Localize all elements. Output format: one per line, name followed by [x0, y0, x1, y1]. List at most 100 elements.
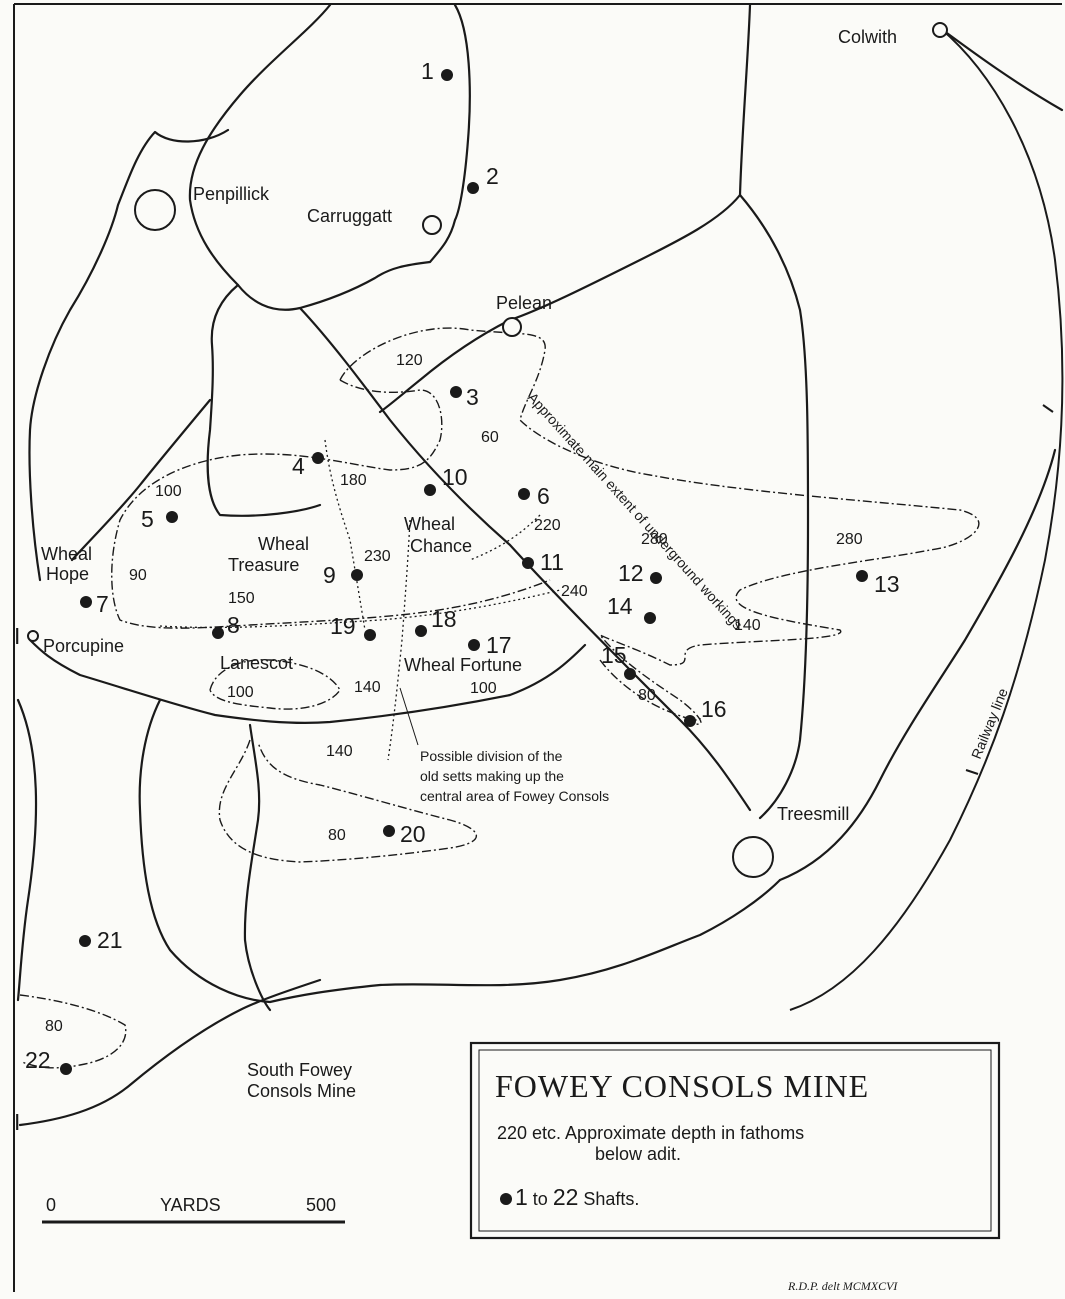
- legend-shafts-to: to: [528, 1189, 553, 1209]
- shaft-6-label: 6: [537, 483, 550, 509]
- shaft-1-label: 1: [421, 58, 434, 84]
- place-labels: Colwith Penpillick Carruggatt Pelean Whe…: [41, 27, 897, 1101]
- treesmill-circle: [732, 836, 774, 878]
- depth-label: 80: [45, 1018, 63, 1035]
- shaft-12-label: 12: [618, 560, 644, 586]
- shaft-16-label: 16: [701, 696, 727, 722]
- shaft-16-marker: [684, 715, 696, 727]
- shaft-18-label: 18: [431, 606, 457, 632]
- road-north-loop: [188, 3, 471, 311]
- legend-shaft-dot: [500, 1193, 512, 1205]
- shaft-10-label: 10: [442, 464, 468, 490]
- shaft-21-marker: [79, 935, 91, 947]
- road-far-west: [16, 698, 38, 1002]
- depth-label: 280: [641, 531, 668, 548]
- pelean-circle: [502, 317, 522, 337]
- depth-label: 100: [155, 483, 182, 500]
- road-colwith: [938, 26, 1064, 112]
- scale-end: 500: [306, 1195, 336, 1215]
- division-note-line-1: Possible division of the: [420, 748, 563, 764]
- depth-label: 80: [638, 687, 656, 704]
- shaft-12-marker: [650, 572, 662, 584]
- railway: [789, 27, 1064, 1011]
- depth-label: 80: [328, 827, 346, 844]
- credit: R.D.P. delt MCMXCVI: [787, 1279, 898, 1293]
- scale-unit: YARDS: [160, 1195, 221, 1215]
- division-leader-line: [399, 687, 419, 746]
- colwith-circle: [932, 22, 948, 38]
- shaft-10-marker: [424, 484, 436, 496]
- roads: [16, 3, 1064, 1127]
- depth-label: 140: [734, 617, 761, 634]
- depth-label: 280: [836, 531, 863, 548]
- shafts: [60, 69, 868, 1075]
- legend-outer-frame: [469, 1041, 1001, 1240]
- porcupine-circle: [27, 630, 39, 642]
- place-wheal-hope-2: Hope: [46, 564, 89, 584]
- shaft-22-marker: [60, 1063, 72, 1075]
- legend-shafts-suffix: Shafts.: [578, 1189, 639, 1209]
- depth-label: 240: [561, 583, 588, 600]
- legend-box: FOWEY CONSOLS MINE 220 etc. Approximate …: [469, 1041, 1001, 1240]
- shaft-4-label: 4: [292, 453, 305, 479]
- depth-label: 90: [129, 567, 147, 584]
- legend-depth-line-1: 220 etc. Approximate depth in fathoms: [497, 1123, 804, 1143]
- place-penpillick: Penpillick: [193, 184, 270, 204]
- shaft-labels: 1 2 3 4 5 6 7 8 9 10 11 12 13 14 15 16 1…: [25, 58, 900, 1073]
- shaft-3-marker: [450, 386, 462, 398]
- shaft-7-marker: [80, 596, 92, 608]
- sett-division-line: [387, 519, 411, 761]
- place-wheal-fortune: Wheal Fortune: [404, 655, 522, 675]
- place-south-fowey-2: Consols Mine: [247, 1081, 356, 1101]
- road-south-west: [18, 978, 322, 1127]
- shaft-14-marker: [644, 612, 656, 624]
- shaft-13-label: 13: [874, 571, 900, 597]
- shaft-20-marker: [383, 825, 395, 837]
- sett-divisions: [159, 439, 561, 761]
- shaft-5-marker: [166, 511, 178, 523]
- shaft-11-label: 11: [540, 549, 564, 575]
- place-wheal-chance-2: Chance: [410, 536, 472, 556]
- depth-labels: 120 60 100 180 220 280 280 90 230 150 24…: [45, 352, 863, 1035]
- depth-label: 60: [481, 429, 499, 446]
- road-porcupine: [28, 638, 587, 724]
- workings-outlines: [19, 327, 980, 1069]
- shaft-6-marker: [518, 488, 530, 500]
- shaft-5-label: 5: [141, 506, 154, 532]
- towns: [27, 22, 948, 878]
- depth-label: 100: [470, 680, 497, 697]
- shaft-2-label: 2: [486, 163, 499, 189]
- workings-outline-lanescot: [209, 659, 341, 710]
- scale-start: 0: [46, 1195, 56, 1215]
- road-pelean: [378, 3, 752, 414]
- legend-depth-line-2: below adit.: [595, 1144, 681, 1164]
- shaft-8-marker: [212, 627, 224, 639]
- road-west: [28, 128, 230, 582]
- place-lanescot: Lanescot: [220, 653, 293, 673]
- porcupine-marker: I: [14, 623, 20, 649]
- place-south-fowey-1: South Fowey: [247, 1060, 352, 1080]
- railway-tick: [965, 769, 979, 775]
- division-note-line-3: central area of Fowey Consols: [420, 788, 609, 804]
- depth-label: 120: [396, 352, 423, 369]
- road-wheal-hope: [70, 398, 212, 562]
- road-south-inner: [243, 723, 272, 1012]
- legend-shafts-prefix: 1: [515, 1184, 528, 1210]
- sett-division-line: [324, 439, 366, 631]
- workings-outline-15: [599, 659, 701, 721]
- depth-label: 230: [364, 548, 391, 565]
- shaft-7-label: 7: [96, 591, 109, 617]
- shaft-9-marker: [351, 569, 363, 581]
- legend-shafts-text: 1 to 22 Shafts.: [515, 1184, 639, 1210]
- shaft-9-label: 9: [323, 562, 336, 588]
- depth-label: 140: [354, 679, 381, 696]
- shaft-15-label: 15: [601, 642, 627, 668]
- sett-division-line: [469, 514, 541, 561]
- shaft-8-label: 8: [227, 612, 240, 638]
- place-colwith: Colwith: [838, 27, 897, 47]
- place-wheal-hope-1: Wheal: [41, 544, 92, 564]
- depth-label: 180: [340, 472, 367, 489]
- legend-shafts-num: 22: [553, 1184, 579, 1210]
- shaft-1-marker: [441, 69, 453, 81]
